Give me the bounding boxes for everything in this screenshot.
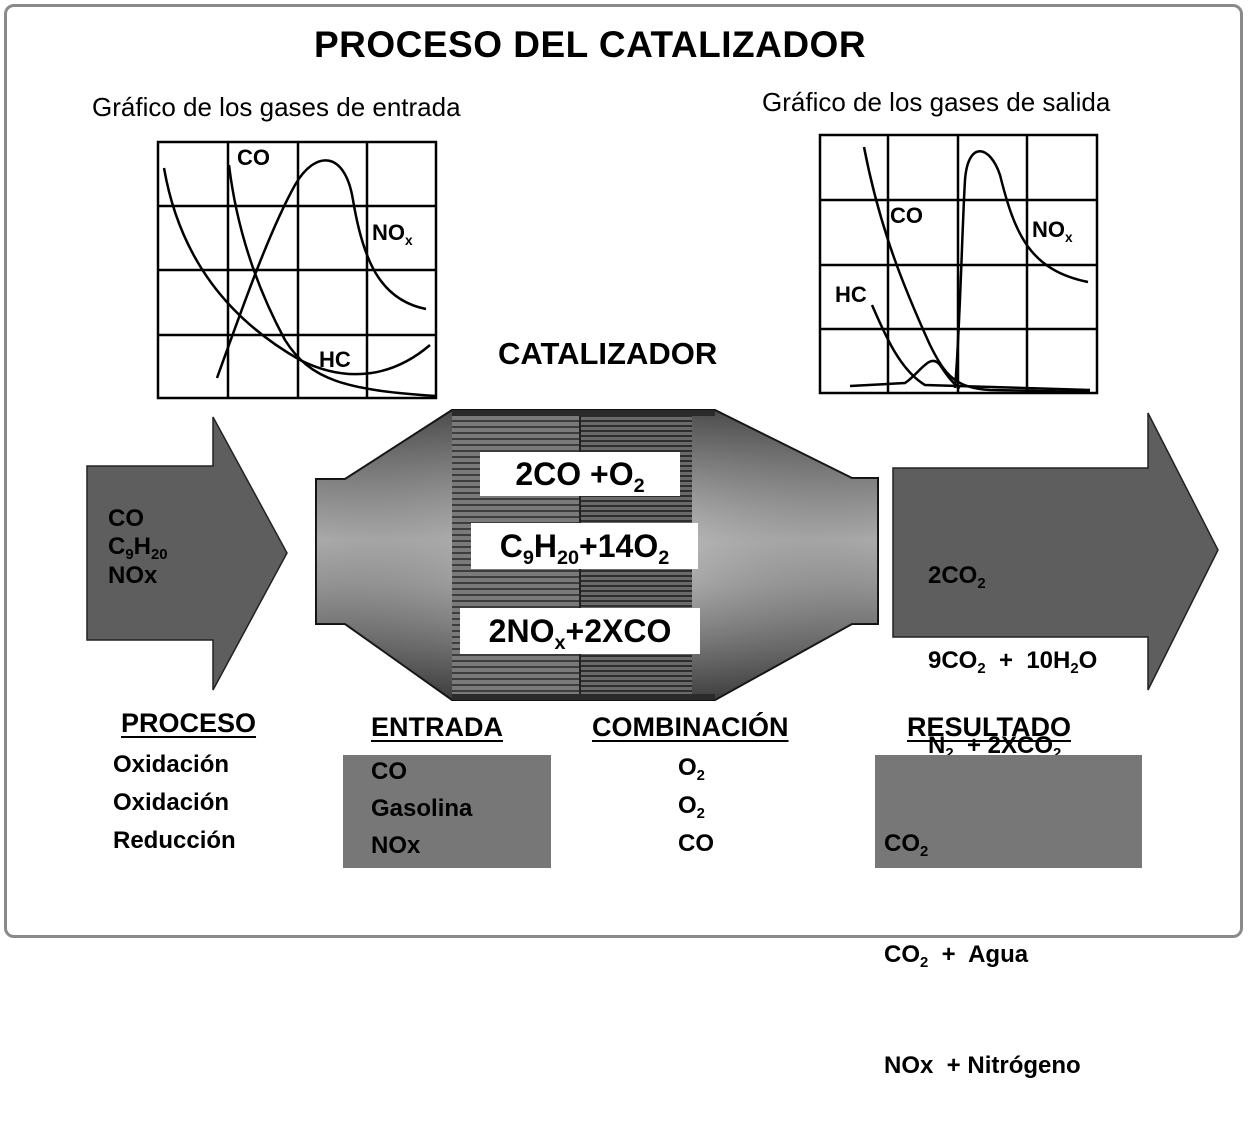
- output-arrow: [892, 412, 1219, 691]
- entrada-box: [343, 755, 551, 868]
- header-entrada: ENTRADA: [371, 712, 503, 742]
- output-hc-label: HC: [835, 282, 867, 307]
- output-line-2: 9CO2 + 10H2O: [928, 646, 1098, 677]
- resultado-row-3: NOx + Nitrógeno: [884, 1052, 1081, 1079]
- diagram-graphics: [86, 133, 1219, 701]
- input-nox-label: NOx: [372, 220, 413, 248]
- output-line-1: 2CO2: [928, 561, 986, 592]
- catalyst-label: CATALIZADOR: [498, 336, 718, 371]
- output-graph: [818, 133, 1099, 395]
- input-graph-grid: [158, 142, 436, 398]
- header-resultado: RESULTADO: [907, 712, 1071, 742]
- input-gasoline-formula: C9H20: [108, 533, 168, 564]
- input-arrow-text: CO C9H20 NOx: [108, 505, 168, 590]
- output-curve-nox: [953, 150, 1089, 389]
- resultado-column: CO2 CO2 + Agua NOx + Nitrógeno: [884, 751, 1081, 1121]
- output-arrow-text: 2CO2 9CO2 + 10H2O N2 + 2XCO2: [928, 505, 1097, 788]
- input-arrow: [86, 416, 288, 691]
- combinacion-row-1: O2: [678, 754, 705, 785]
- output-line-3: N2 + 2XCO2: [928, 731, 1062, 762]
- equation-box-3: 2NOx+2XCO: [460, 608, 700, 654]
- output-graph-caption: Gráfico de los gases de salida: [762, 87, 1111, 117]
- output-co-label: CO: [890, 203, 923, 228]
- entrada-row-1: CO: [371, 758, 407, 785]
- input-co-label: CO: [237, 145, 270, 170]
- output-nox-label: NOx: [1032, 217, 1073, 245]
- resultado-row-1: CO2: [884, 830, 929, 861]
- entrada-row-2: Gasolina: [371, 795, 473, 822]
- resultado-box: [875, 755, 1142, 868]
- input-co: CO: [108, 505, 144, 532]
- input-nox: NOx: [108, 561, 158, 589]
- equation-box-1: 2CO +O2: [480, 452, 680, 496]
- combinacion-column: O2 O2 CO: [678, 749, 714, 863]
- header-proceso: PROCESO: [121, 708, 257, 738]
- resultado-row-2: CO2 + Agua: [884, 941, 1029, 972]
- combinacion-row-2: O2: [678, 792, 705, 823]
- entrada-column: CO Gasolina NOx: [371, 753, 472, 864]
- input-curve-nox: [215, 159, 427, 379]
- equation-box-2: C9H20+14O2: [471, 523, 698, 569]
- diagram-title: PROCESO DEL CATALIZADOR: [313, 24, 867, 65]
- input-hc-label: HC: [319, 347, 351, 372]
- header-combinacion: COMBINACIÓN: [592, 712, 789, 742]
- input-graph-caption: Gráfico de los gases de entrada: [92, 92, 461, 122]
- proceso-row-3: Reducción: [113, 827, 236, 854]
- combinacion-row-3: CO: [678, 830, 714, 857]
- input-curve-co: [227, 164, 437, 398]
- input-curve-hc: [162, 167, 431, 376]
- input-graph: [156, 140, 438, 400]
- proceso-column: Oxidación Oxidación Reducción: [113, 746, 236, 860]
- proceso-row-2: Oxidación: [113, 789, 230, 816]
- output-curve-hc: [870, 304, 1091, 392]
- proceso-row-1: Oxidación: [113, 751, 230, 778]
- entrada-row-3: NOx: [371, 832, 421, 859]
